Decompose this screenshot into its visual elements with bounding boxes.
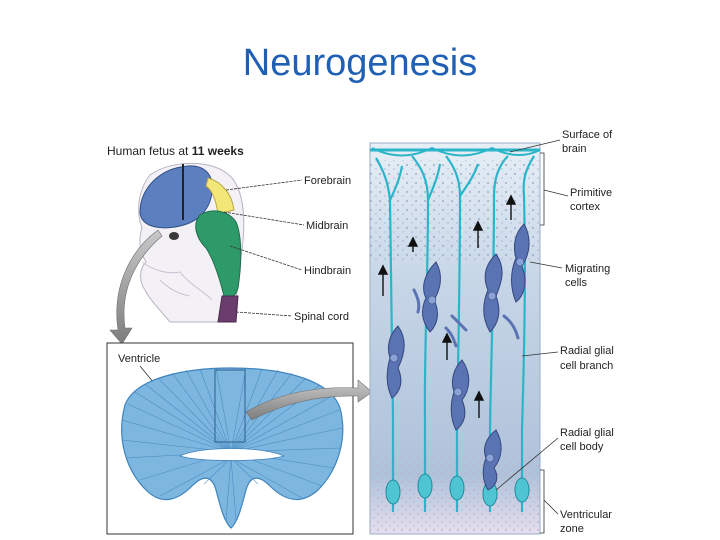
- label-midbrain: Midbrain: [306, 220, 348, 232]
- section-highlight: [214, 369, 246, 443]
- arrow-to-section-icon: [109, 229, 163, 345]
- label-forebrain: Forebrain: [304, 175, 351, 187]
- radial-glial-fibers: [375, 155, 535, 512]
- fetus-eye: [169, 232, 179, 240]
- migration-arrows: [377, 194, 517, 418]
- label-spinal-cord: Spinal cord: [294, 311, 349, 323]
- fetus-heading: Human fetus at 11 weeks: [107, 144, 244, 158]
- section-panel: Ventricle: [106, 342, 373, 535]
- label-hindbrain: Hindbrain: [304, 265, 351, 277]
- label-ventricle: Ventricle: [118, 353, 160, 365]
- fetus-panel: Human fetus at 11 weeks Forebrain Midbra…: [107, 144, 351, 345]
- arrow-to-cortex-icon: [245, 379, 373, 421]
- spinal-cord: [217, 295, 239, 323]
- ventricle: [178, 448, 286, 461]
- slide-title: Neurogenesis: [242, 42, 478, 84]
